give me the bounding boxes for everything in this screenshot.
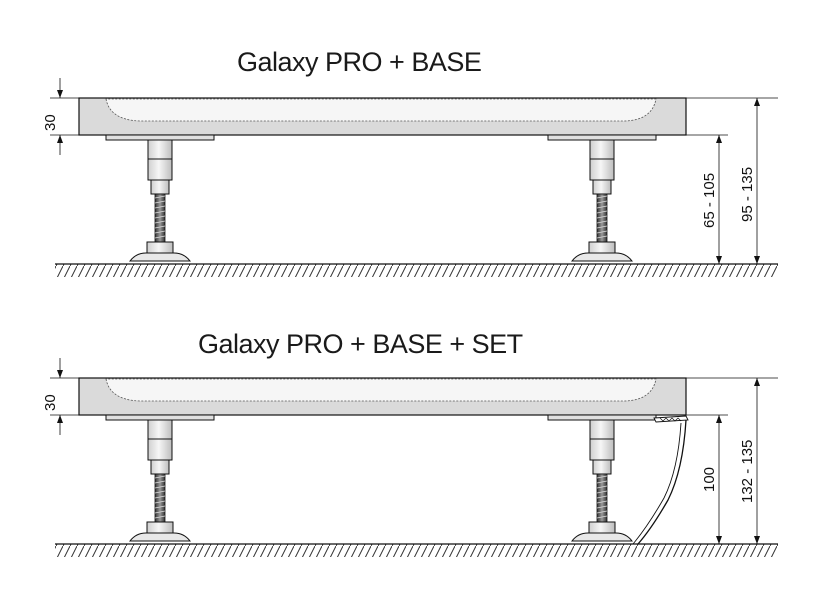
dim-tray-height-label: 30 <box>42 114 59 131</box>
floor-hatch <box>55 264 778 277</box>
diagram-title-base-set: Galaxy PRO + BASE + SET <box>198 329 523 359</box>
diagram-base: 30 65 - 105 95 - 135 <box>42 78 778 277</box>
dim-leg-height-label: 100 <box>701 467 718 492</box>
diagram-title-base: Galaxy PRO + BASE <box>237 47 482 77</box>
adjustable-leg <box>547 414 657 542</box>
floor-hatch <box>55 544 778 557</box>
adjustable-leg <box>105 134 215 262</box>
adjustable-leg <box>105 414 215 542</box>
dim-tray-height <box>50 358 80 435</box>
dim-total-height <box>686 97 778 264</box>
dim-total-height-label: 95 - 135 <box>739 167 756 222</box>
dim-total-height-label: 132 - 135 <box>739 440 756 503</box>
dim-leg-height <box>686 414 728 544</box>
dim-total-height <box>686 377 778 544</box>
dim-leg-height-label: 65 - 105 <box>701 173 718 228</box>
diagram-base-set: 30 100 132 - 135 <box>42 358 778 557</box>
dim-tray-height-label: 30 <box>42 394 59 411</box>
dim-leg-height <box>686 134 728 264</box>
adjustable-leg <box>547 134 657 262</box>
dim-tray-height <box>50 78 80 155</box>
front-panel-set <box>632 415 689 545</box>
tray-basin <box>105 378 657 402</box>
tray-basin <box>105 98 657 122</box>
